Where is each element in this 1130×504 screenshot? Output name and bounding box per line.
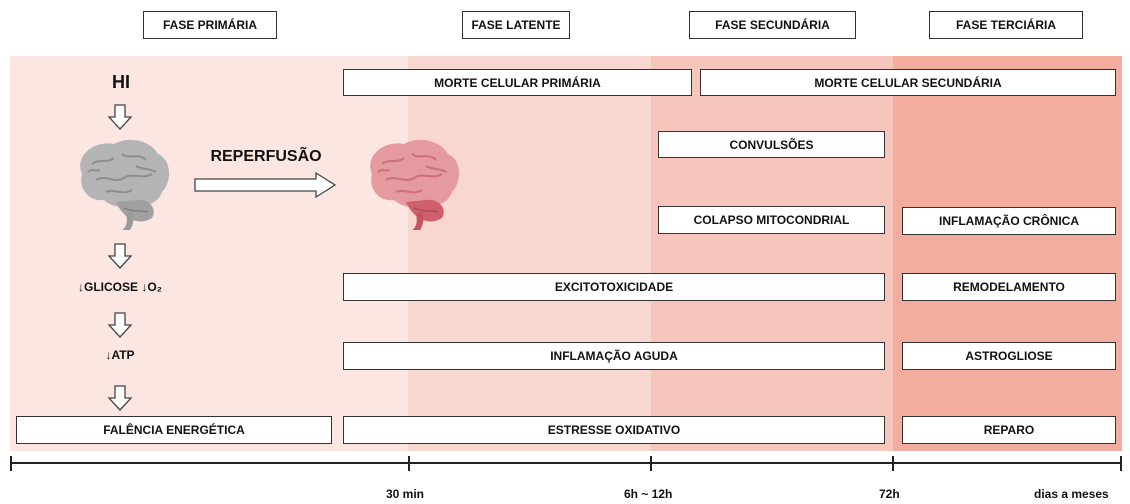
box-remodeling: REMODELAMENTO (902, 273, 1116, 301)
reperfusion-label: REPERFUSÃO (210, 148, 322, 165)
phase-header-secondary: FASE SECUNDÁRIA (689, 11, 856, 39)
atp-label: ↓ATP (105, 348, 135, 362)
hi-label: HI (112, 72, 130, 92)
band-primary (10, 56, 408, 451)
box-secondary-cell-death: MORTE CELULAR SECUNDÁRIA (700, 69, 1116, 96)
timeline-label-days-months: dias a meses (1034, 487, 1109, 501)
box-acute-inflammation: INFLAMAÇÃO AGUDA (343, 342, 885, 370)
band-tertiary (893, 56, 1122, 451)
brain-red-icon (370, 139, 460, 230)
band-secondary (651, 56, 893, 451)
timeline-label-72h: 72h (879, 487, 900, 501)
box-primary-cell-death: MORTE CELULAR PRIMÁRIA (343, 69, 692, 96)
down-arrow-icon (107, 104, 133, 130)
box-astrogliosis: ASTROGLIOSE (902, 342, 1116, 370)
down-arrow-icon (107, 385, 133, 411)
band-latent (408, 56, 651, 451)
box-chronic-inflammation: INFLAMAÇÃO CRÔNICA (902, 207, 1116, 235)
right-arrow-icon (194, 171, 337, 199)
phase-header-tertiary: FASE TERCIÁRIA (929, 11, 1083, 39)
down-arrow-icon (107, 243, 133, 269)
phase-header-latent: FASE LATENTE (462, 11, 570, 39)
timeline-tick-end (1120, 456, 1122, 471)
box-seizures: CONVULSÕES (658, 131, 885, 158)
timeline-label-30min: 30 min (386, 487, 425, 501)
box-mitochondrial-collapse: COLAPSO MITOCONDRIAL (658, 206, 885, 234)
timeline-label-6h-12h: 6h ~ 12h (624, 487, 673, 501)
down-arrow-icon (107, 312, 133, 338)
box-repair: REPARO (902, 416, 1116, 444)
phase-header-primary: FASE PRIMÁRIA (143, 11, 277, 39)
timeline-tick-72h (892, 456, 894, 471)
timeline-tick-30min (408, 456, 410, 471)
glucose-o2-label: ↓GLICOSE ↓O₂ (77, 280, 162, 294)
box-energy-failure: FALÊNCIA ENERGÉTICA (16, 416, 332, 444)
box-excitotoxicity: EXCITOTOXICIDADE (343, 273, 885, 301)
box-oxidative-stress: ESTRESSE OXIDATIVO (343, 416, 885, 444)
timeline-tick-start (10, 456, 12, 471)
brain-gray-icon (80, 139, 170, 230)
timeline-axis (10, 462, 1122, 464)
timeline-tick-6h-12h (650, 456, 652, 471)
